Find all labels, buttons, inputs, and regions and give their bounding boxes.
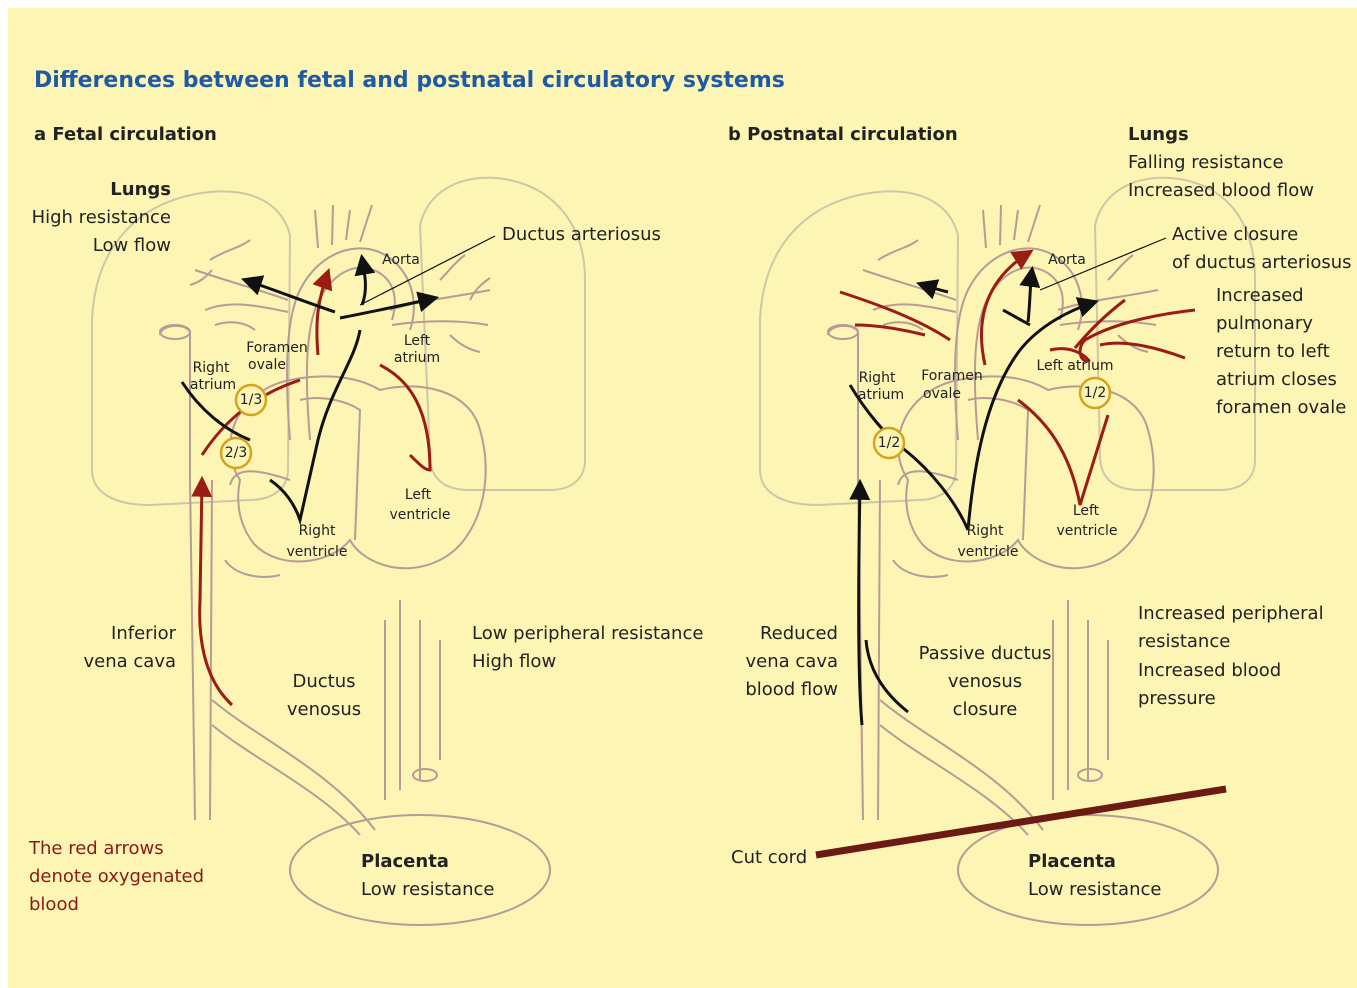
fetal-ratio-bottom-label: 2/3 (221, 445, 251, 462)
postnatal-foramen-ovale-line1: Foramen (920, 368, 984, 385)
postnatal-foramen-ovale-line2: ovale (916, 386, 968, 403)
postnatal-placenta-line1: Low resistance (1028, 876, 1161, 904)
postnatal-ductus-venosus-line3: closure (912, 696, 1058, 724)
fetal-ductus-venosus-line2: venosus (274, 696, 374, 724)
postnatal-ratio-left-label: 1/2 (874, 435, 904, 452)
postnatal-return-line3: return to left (1216, 338, 1330, 366)
figure-title: Differences between fetal and postnatal … (34, 68, 785, 93)
oxygenated-note-line3: blood (29, 891, 79, 919)
postnatal-heading: b Postnatal circulation (728, 124, 958, 145)
postnatal-ductus-venosus-line1: Passive ductus (912, 640, 1058, 668)
fetal-placenta-heading: Placenta (361, 848, 449, 876)
oxygenated-note-line1: The red arrows (29, 835, 164, 863)
postnatal-ductus-closure-line2: of ductus arteriosus (1172, 249, 1352, 277)
postnatal-peripheral-line3: Increased blood (1138, 657, 1281, 685)
postnatal-peripheral-line1: Increased peripheral (1138, 600, 1324, 628)
postnatal-placenta-heading: Placenta (1028, 848, 1116, 876)
fetal-left-atrium-line1: Left (392, 333, 442, 350)
fetal-heading: a Fetal circulation (34, 124, 217, 145)
fetal-right-atrium-line2: atrium (188, 377, 238, 394)
fetal-ductus-arteriosus-label: Ductus arteriosus (502, 221, 661, 249)
postnatal-right-atrium-line2: atrium (856, 387, 906, 404)
cut-cord-label: Cut cord (731, 844, 807, 872)
postnatal-ratio-right-label: 1/2 (1080, 385, 1110, 402)
postnatal-ductus-closure-line1: Active closure (1172, 221, 1298, 249)
fetal-peripheral-line1: Low peripheral resistance (472, 620, 703, 648)
postnatal-vena-cava-line2: vena cava (720, 648, 838, 676)
postnatal-return-line4: atrium closes (1216, 366, 1337, 394)
postnatal-left-ventricle-line1: Left (1062, 503, 1110, 520)
postnatal-right-ventricle-line1: Right (958, 523, 1012, 540)
fetal-peripheral-line2: High flow (472, 648, 556, 676)
postnatal-lungs-line1: Falling resistance (1128, 149, 1284, 177)
postnatal-right-ventricle-line2: ventricle (951, 544, 1025, 561)
postnatal-aorta-label: Aorta (1042, 252, 1092, 269)
fetal-right-ventricle-line2: ventricle (280, 544, 354, 561)
postnatal-left-ventricle-line2: ventricle (1050, 523, 1124, 540)
postnatal-peripheral-line2: resistance (1138, 628, 1230, 656)
postnatal-return-line5: foramen ovale (1216, 394, 1346, 422)
fetal-placenta-line1: Low resistance (361, 876, 494, 904)
postnatal-left-atrium-label: Left atrium (1036, 358, 1114, 375)
postnatal-vena-cava-line3: blood flow (720, 676, 838, 704)
fetal-aorta-label: Aorta (376, 252, 426, 269)
fetal-right-ventricle-line1: Right (290, 523, 344, 540)
postnatal-right-atrium-line1: Right (852, 370, 902, 387)
fetal-ratio-top-label: 1/3 (236, 392, 266, 409)
fetal-ductus-venosus-line1: Ductus (274, 668, 374, 696)
fetal-lungs-heading: Lungs (60, 176, 171, 204)
fetal-right-atrium-line1: Right (186, 360, 236, 377)
fetal-foramen-ovale-line1: Foramen (236, 340, 318, 357)
oxygenated-note-line2: denote oxygenated (29, 863, 204, 891)
fetal-ivc-line2: vena cava (60, 648, 176, 676)
postnatal-lungs-heading: Lungs (1128, 121, 1189, 149)
postnatal-peripheral-line4: pressure (1138, 685, 1216, 713)
fetal-lungs-line2: Low flow (20, 232, 171, 260)
fetal-left-ventricle-line2: ventricle (383, 507, 457, 524)
postnatal-vena-cava-line1: Reduced (720, 620, 838, 648)
postnatal-return-line1: Increased (1216, 282, 1304, 310)
fetal-left-atrium-line2: atrium (392, 350, 442, 367)
fetal-foramen-ovale-line2: ovale (236, 357, 298, 374)
fetal-left-ventricle-line1: Left (388, 487, 448, 504)
postnatal-lungs-line2: Increased blood flow (1128, 177, 1314, 205)
postnatal-return-line2: pulmonary (1216, 310, 1313, 338)
postnatal-ductus-venosus-line2: venosus (912, 668, 1058, 696)
fetal-lungs-line1: High resistance (20, 204, 171, 232)
fetal-ivc-line1: Inferior (60, 620, 176, 648)
